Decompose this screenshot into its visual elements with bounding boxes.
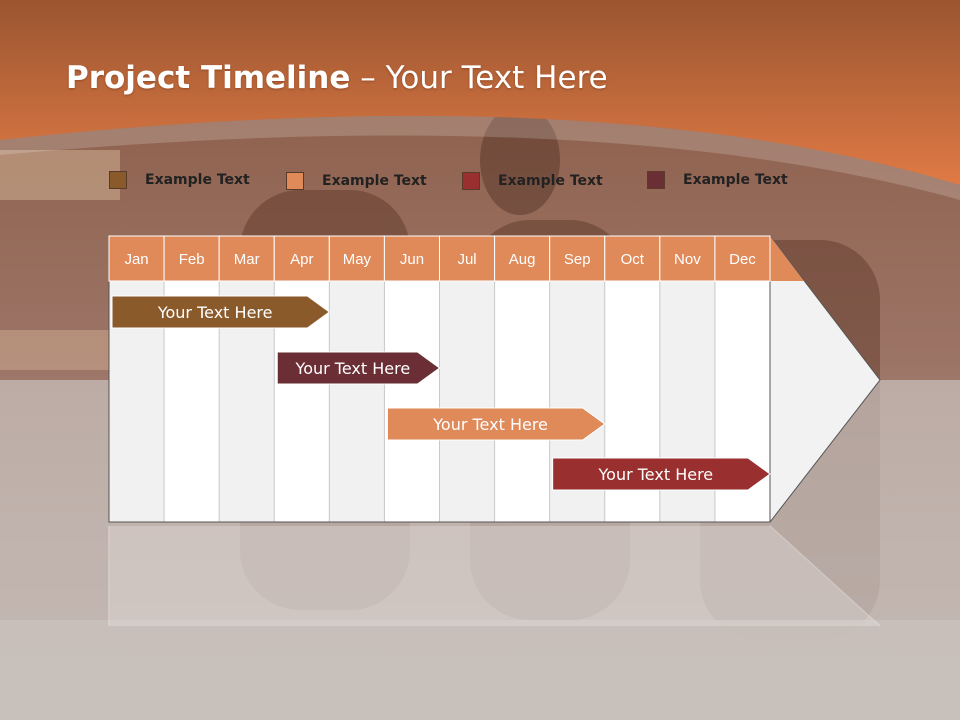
task-bar-label: Your Text Here	[598, 465, 714, 484]
task-bar-4: Your Text Here	[552, 457, 771, 491]
month-label-apr: Apr	[290, 251, 313, 268]
legend-swatch	[462, 172, 480, 190]
legend-label: Example Text	[683, 172, 788, 188]
month-header-cell	[383, 235, 440, 282]
month-column	[439, 281, 495, 522]
month-header-cell	[218, 235, 275, 282]
legend-label: Example Text	[145, 172, 250, 188]
legend-swatch	[286, 172, 304, 190]
month-column	[494, 281, 550, 522]
month-label-may: May	[343, 251, 372, 268]
month-label-dec: Dec	[729, 251, 756, 268]
month-label-feb: Feb	[179, 251, 205, 268]
task-bar-shape	[276, 351, 441, 385]
month-label-nov: Nov	[674, 251, 701, 268]
legend-label: Example Text	[498, 173, 603, 189]
month-header-cell	[549, 235, 606, 282]
month-label-sep: Sep	[564, 251, 591, 268]
task-bar-shape	[111, 295, 331, 329]
month-label-jan: Jan	[124, 251, 148, 268]
month-header-cell	[163, 235, 220, 282]
task-bar-label: Your Text Here	[157, 303, 273, 322]
slide-title: Project Timeline – Your Text Here	[66, 60, 608, 96]
month-label-mar: Mar	[234, 251, 260, 268]
legend-label: Example Text	[322, 173, 427, 189]
month-column	[329, 281, 385, 522]
month-header-cell	[273, 235, 330, 282]
title-rest: – Your Text Here	[350, 60, 608, 96]
task-bar-2: Your Text Here	[276, 351, 441, 385]
month-header-cell	[659, 235, 716, 282]
task-bar-3: Your Text Here	[386, 407, 606, 441]
month-label-oct: Oct	[621, 251, 645, 268]
month-header-cell	[714, 235, 771, 282]
month-label-jul: Jul	[457, 251, 476, 268]
task-bar-shape	[552, 457, 771, 491]
task-bar-shape	[386, 407, 606, 441]
task-bar-1: Your Text Here	[111, 295, 331, 329]
month-header-cell	[328, 235, 385, 282]
month-column	[384, 281, 440, 522]
month-label-aug: Aug	[509, 251, 536, 268]
legend-swatch	[109, 171, 127, 189]
task-bar-label: Your Text Here	[432, 415, 548, 434]
task-bar-label: Your Text Here	[295, 359, 411, 378]
timeline-reflection	[108, 525, 881, 627]
legend-swatch	[647, 171, 665, 189]
month-header-cell	[604, 235, 661, 282]
month-header-cell	[108, 235, 165, 282]
title-bold: Project Timeline	[66, 60, 351, 96]
month-label-jun: Jun	[400, 251, 424, 268]
